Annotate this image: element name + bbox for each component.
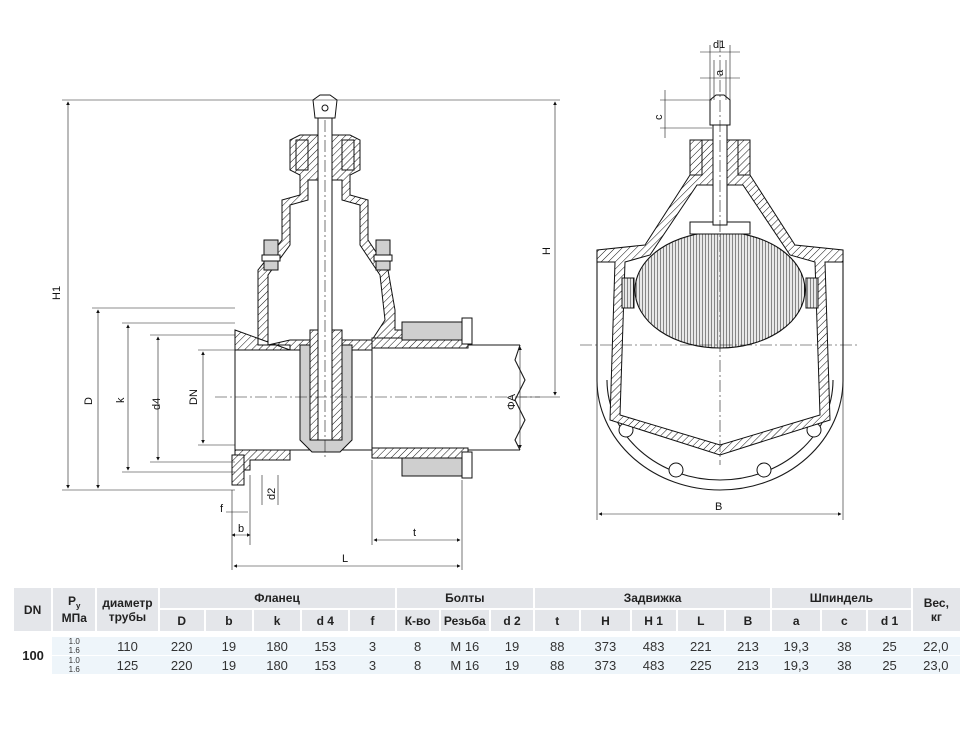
- cell-f: 3: [349, 655, 396, 674]
- header-bolts: Болты: [394, 588, 535, 609]
- subheader-f: f: [348, 608, 396, 631]
- cell-H: 373: [580, 637, 631, 656]
- front-view: [580, 40, 860, 491]
- cell-t: 88: [534, 637, 581, 656]
- subheader-D: D: [157, 608, 205, 631]
- label-t: t: [413, 527, 416, 539]
- cell-c: 38: [821, 637, 868, 656]
- header-dn: DN: [14, 588, 53, 631]
- subheader-H: H: [579, 608, 631, 631]
- subheader-b: b: [203, 608, 253, 631]
- cell-D: 220: [158, 655, 205, 674]
- cell-thread: M 16: [439, 637, 490, 656]
- subheader-k: k: [251, 608, 302, 631]
- subheader-d4: d 4: [300, 608, 350, 631]
- header-py: Py МПа: [51, 588, 97, 631]
- cell-a: 19,3: [771, 655, 822, 674]
- cell-L: 221: [676, 637, 725, 656]
- subheader-c: c: [820, 608, 868, 631]
- cell-b: 19: [204, 655, 253, 674]
- header-flange: Фланец: [157, 588, 396, 609]
- cell-thread: M 16: [439, 655, 490, 674]
- side-dimensions: H1 H D k d4 DN ΦA d2 f: [51, 99, 560, 570]
- cell-H: 373: [580, 655, 631, 674]
- cell-a: 19,3: [771, 637, 822, 656]
- cell-pipe: 110: [96, 637, 159, 656]
- subheader-B: B: [723, 608, 772, 631]
- subheader-thread: Резьба: [438, 608, 490, 631]
- cell-k: 180: [252, 655, 302, 674]
- cell-D: 220: [158, 637, 205, 656]
- cell-d1: 25: [867, 637, 912, 656]
- cell-qty: 8: [395, 637, 440, 656]
- label-c: c: [653, 114, 665, 120]
- label-d4: d4: [151, 398, 163, 410]
- front-dimensions: d1 a c B: [596, 39, 844, 520]
- label-d1: d1: [713, 39, 725, 51]
- cell-f: 3: [349, 637, 396, 656]
- subheader-L: L: [675, 608, 725, 631]
- label-d2: d2: [266, 488, 278, 500]
- label-D: D: [83, 397, 95, 405]
- valve-technical-drawing: H1 H D k d4 DN ΦA d2 f: [51, 39, 860, 570]
- cell-d4: 153: [301, 637, 350, 656]
- cell-d1: 25: [867, 655, 912, 674]
- header-weight: Вес,кг: [910, 588, 960, 631]
- cell-t: 88: [534, 655, 581, 674]
- header-valve: Задвижка: [533, 588, 772, 609]
- cell-B: 213: [724, 655, 772, 674]
- subheader-qty: К-во: [394, 608, 440, 631]
- cell-pipe: 125: [96, 655, 159, 674]
- side-section-view: [215, 94, 540, 486]
- cell-H1: 483: [630, 637, 677, 656]
- cell-weight: 23,0: [911, 655, 960, 674]
- label-DN: DN: [188, 389, 200, 405]
- cell-k: 180: [252, 637, 302, 656]
- label-k: k: [115, 397, 127, 403]
- cell-H1: 483: [630, 655, 677, 674]
- subheader-d1: d 1: [866, 608, 912, 631]
- label-H: H: [541, 247, 553, 255]
- cell-qty: 8: [395, 655, 440, 674]
- label-H1: H1: [51, 286, 63, 300]
- label-b: b: [238, 523, 244, 535]
- label-a: a: [714, 69, 726, 76]
- cell-d2: 19: [489, 655, 535, 674]
- header-spindle: Шпиндель: [770, 588, 912, 609]
- label-B: B: [715, 501, 722, 513]
- cell-weight: 22,0: [911, 637, 960, 656]
- label-f: f: [220, 503, 224, 515]
- subheader-H1: H 1: [629, 608, 677, 631]
- cell-L: 225: [676, 655, 725, 674]
- cell-b: 19: [204, 637, 253, 656]
- label-L: L: [342, 553, 348, 565]
- cell-d4: 153: [301, 655, 350, 674]
- cell-c: 38: [821, 655, 868, 674]
- subheader-t: t: [533, 608, 581, 631]
- label-phiA: ΦA: [506, 393, 518, 410]
- subheader-a: a: [770, 608, 822, 631]
- subheader-d2: d 2: [488, 608, 535, 631]
- cell-d2: 19: [489, 637, 535, 656]
- cell-B: 213: [724, 637, 772, 656]
- cell-dn: 100: [14, 637, 53, 674]
